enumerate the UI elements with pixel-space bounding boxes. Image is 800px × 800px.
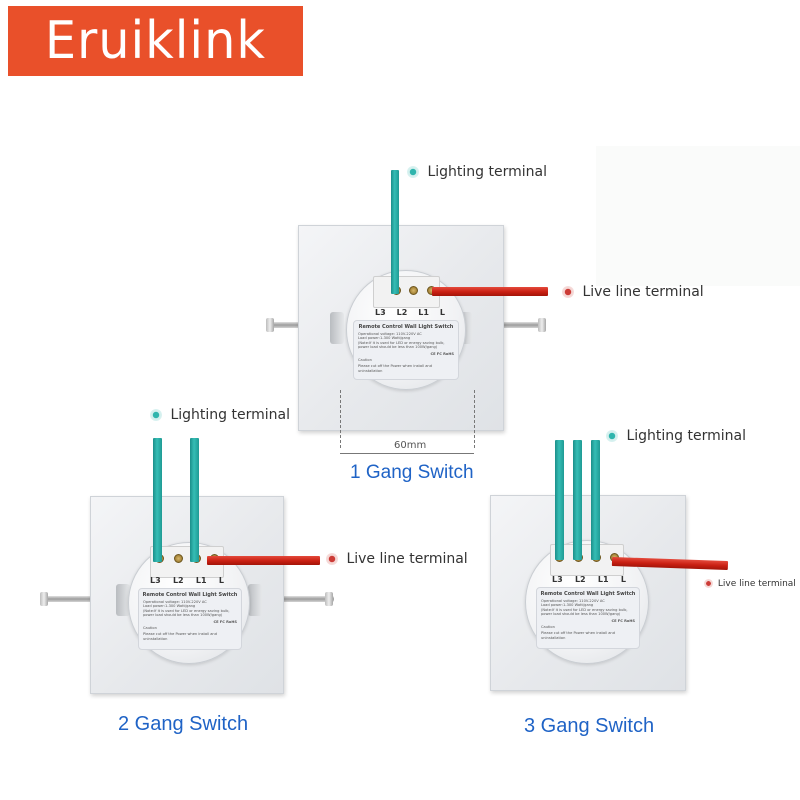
module-card-caution-text: Please cut off the Power when install an… [143,632,217,641]
module-card-title: Remote Control Wall Light Switch [358,324,454,330]
switch-module-1 [346,270,466,390]
module-card-caution-title: Caution [143,626,157,631]
callout-text: Live line terminal [346,551,468,567]
lighting-wire-3b [573,440,582,560]
live-line-callout-3: Live line terminal [704,579,796,589]
bolt-head-left [266,318,274,332]
module-info-card-3: Remote Control Wall Light Switch Operati… [536,587,640,649]
red-dot-icon [326,553,338,565]
mounting-bolt-right [455,322,545,328]
lighting-wire-2b [190,438,199,562]
teal-dot-icon [407,166,419,178]
lighting-terminal-callout-2: Lighting terminal [150,407,290,423]
live-wire-2 [207,556,320,565]
bolt-head-right [538,318,546,332]
callout-text: Live line terminal [717,579,796,589]
mounting-bolt-left [268,322,358,328]
module-card-specs: Operational voltage: 110V-220V AC Load p… [541,599,628,617]
terminal-label: L1 [195,576,207,585]
switch-plate-1 [298,225,504,431]
callout-text: Lighting terminal [427,164,547,180]
module-card-cert: CE FC RoHS [430,351,454,356]
module-card-caution-text: Please cut off the Power when install an… [541,631,615,640]
dimension-label: 60mm [394,440,427,451]
bolt-head-left [40,592,48,606]
terminal-label: L2 [574,575,586,584]
module-card-cert: CE FC RoHS [213,619,237,624]
red-dot-icon [562,286,574,298]
live-line-callout-1: Live line terminal [562,284,704,300]
module-card-specs: Operational voltage: 110V-220V AC Load p… [358,332,445,350]
module-info-card-2: Remote Control Wall Light Switch Operati… [138,588,242,650]
plate-ear-right [458,312,472,344]
module-card-title: Remote Control Wall Light Switch [142,592,238,598]
module-info-card-1: Remote Control Wall Light Switch Operati… [353,320,459,380]
callout-text: Live line terminal [582,284,704,300]
caption-3-gang: 3 Gang Switch [524,715,655,737]
terminal-labels-3: L3 L2 L1 L [552,575,626,584]
module-card-caution-title: Caution [541,625,555,630]
dim-arrow-line [340,453,474,454]
terminal-label: L1 [418,308,429,317]
caption-1-gang: 1 Gang Switch [350,462,474,483]
terminal-block-1 [373,276,440,308]
lighting-wire-3a [555,440,564,560]
caption-2-gang: 2 Gang Switch [118,713,249,735]
lighting-wire-2a [153,438,162,562]
terminal-label: L [620,575,626,584]
module-card-caution-title: Caution [358,358,372,363]
plate-ear-left [330,312,344,344]
terminal-label: L [439,308,445,317]
screw-l2 [409,286,418,295]
brand-logo-text: Eruiklink [44,11,267,71]
red-dot-icon [704,579,713,588]
lighting-terminal-callout-1: Lighting terminal [407,164,547,180]
terminal-label: L3 [552,575,563,584]
brand-logo: Eruiklink [8,6,303,76]
terminal-label: L1 [597,575,609,584]
dim-line-left [340,390,341,448]
mounting-bolt-right [252,596,334,602]
plate-ear-right [248,584,262,616]
terminal-labels-1: L3 L2 L1 L [375,308,445,317]
callout-text: Lighting terminal [626,428,746,444]
lighting-wire-1 [391,170,399,294]
module-card-title: Remote Control Wall Light Switch [540,591,636,597]
terminal-label: L [218,576,224,585]
terminal-label: L3 [150,576,161,585]
lighting-terminal-callout-3: Lighting terminal [606,428,746,444]
dim-line-right [474,390,475,448]
module-card-specs: Operational voltage: 110V-220V AC Load p… [143,600,230,618]
teal-dot-icon [150,409,162,421]
bolt-head-right [325,592,333,606]
screw-l1 [392,286,401,295]
screw-l3 [427,286,436,295]
terminal-label: L2 [172,576,184,585]
teal-dot-icon [606,430,618,442]
module-card-caution-text: Please cut off the Power when install an… [358,364,432,373]
plate-ear-left [116,584,130,616]
background-patch [596,146,800,286]
live-line-callout-2: Live line terminal [326,551,468,567]
screw-l2 [174,554,183,563]
terminal-labels-2: L3 L2 L1 L [150,576,224,585]
terminal-label: L2 [396,308,408,317]
callout-text: Lighting terminal [170,407,290,423]
live-wire-1 [432,287,548,296]
lighting-wire-3c [591,440,600,560]
terminal-label: L3 [375,308,386,317]
module-card-cert: CE FC RoHS [611,618,635,623]
